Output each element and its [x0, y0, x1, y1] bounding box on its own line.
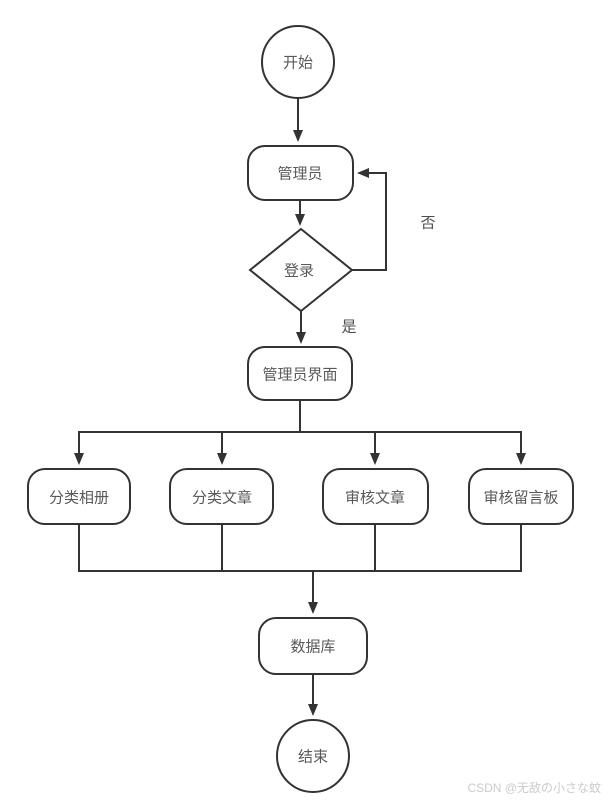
admin-ui-box	[247, 346, 353, 401]
article-label: 分类文章	[192, 488, 252, 506]
node-article: 分类文章	[169, 468, 274, 525]
node-start: 开始	[261, 25, 335, 99]
end-circle	[276, 719, 350, 793]
admin-box	[247, 145, 354, 201]
admin-label: 管理员	[277, 165, 322, 182]
edge-label-no: 否	[420, 214, 435, 231]
node-review: 审核文章	[322, 468, 429, 525]
board-box	[468, 468, 574, 525]
database-box	[258, 617, 368, 675]
node-database: 数据库	[258, 617, 368, 675]
login-diamond	[248, 227, 354, 313]
node-end: 结束	[276, 719, 350, 793]
review-label: 审核文章	[345, 488, 405, 506]
review-box	[322, 468, 429, 525]
edge-login-no-loop	[352, 168, 387, 271]
start-circle	[261, 25, 335, 99]
csdn-watermark: CSDN @无敌の小さな蚊	[467, 780, 601, 795]
start-label: 开始	[283, 54, 313, 71]
edge-label-yes: 是	[341, 318, 356, 335]
admin-ui-label: 管理员界面	[262, 366, 337, 383]
album-label: 分类相册	[49, 489, 109, 506]
article-box	[169, 468, 274, 525]
login-label: 登录	[284, 262, 314, 279]
node-album: 分类相册	[27, 468, 131, 525]
database-label: 数据库	[290, 638, 335, 655]
node-admin-ui: 管理员界面	[247, 346, 353, 401]
album-box	[27, 468, 131, 525]
node-admin: 管理员	[247, 145, 354, 201]
board-label: 审核留言板	[483, 488, 558, 506]
node-login-decision: 登录	[248, 227, 354, 313]
end-label: 结束	[298, 748, 328, 765]
node-board: 审核留言板	[468, 468, 574, 525]
